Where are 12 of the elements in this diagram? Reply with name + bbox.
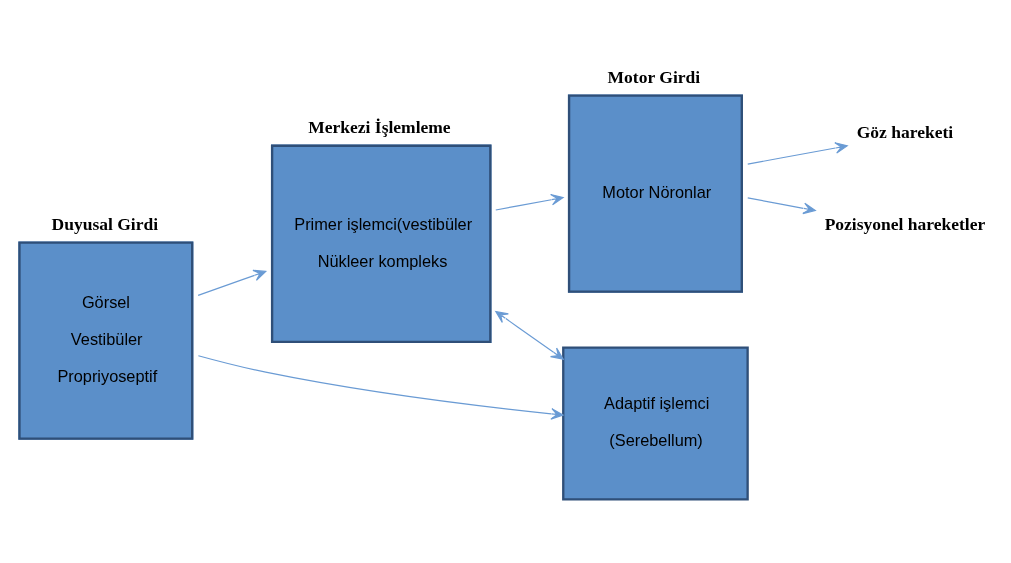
arrow [495, 310, 564, 360]
arrow [747, 141, 848, 165]
arrow [495, 193, 564, 211]
node-label: Duyusal Girdi [51, 213, 159, 234]
node-label: Motor Girdi [607, 66, 701, 87]
arrow [747, 196, 816, 214]
node-box: Adaptif işlemci (Serebellum) [562, 345, 749, 500]
node-text: Göz hareketi [856, 121, 954, 142]
node-label: Merkezi İşlemleme [308, 116, 451, 137]
arrow [197, 269, 267, 296]
node-text: Pozisyonel hareketler [824, 213, 986, 234]
arrow [197, 354, 564, 420]
